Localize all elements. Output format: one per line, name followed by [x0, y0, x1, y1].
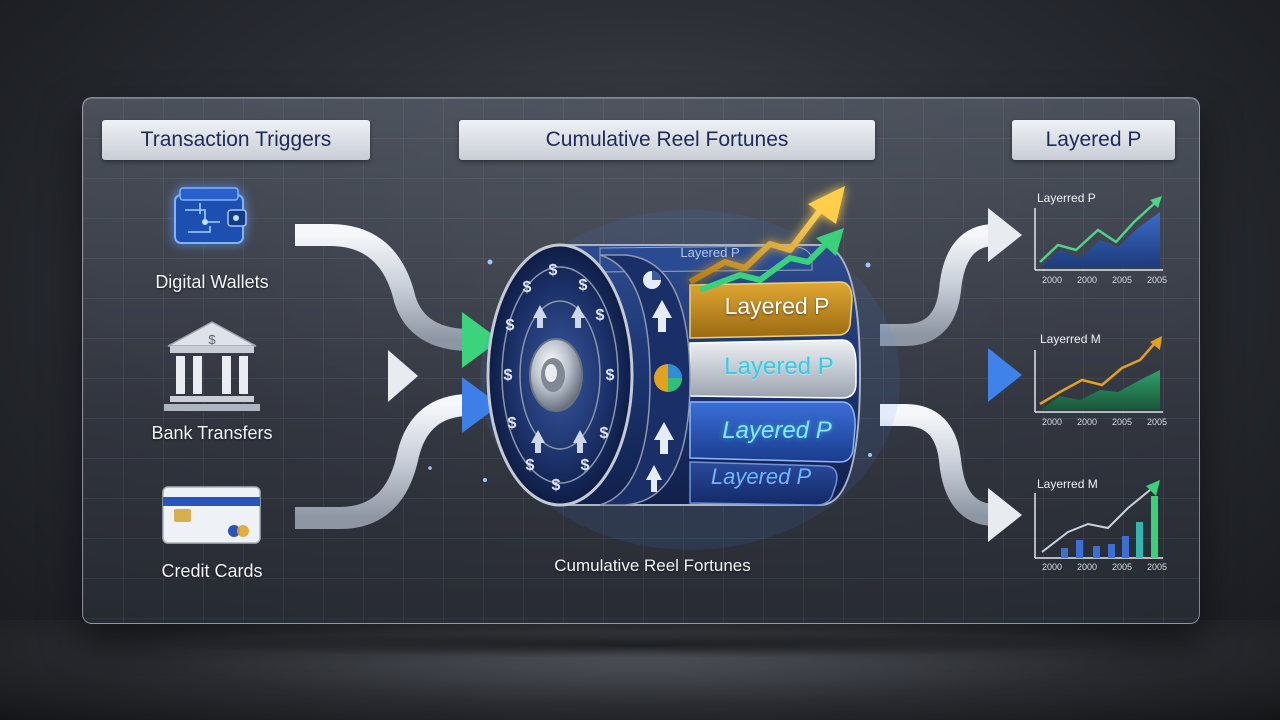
svg-text:$: $: [504, 367, 513, 384]
header-transaction-triggers: Transaction Triggers: [102, 120, 370, 160]
mini-chart-3: [1034, 480, 1163, 559]
svg-text:$: $: [208, 332, 216, 347]
svg-text:$: $: [581, 457, 590, 474]
pie-chart-icon: [654, 364, 682, 392]
sparkles: [428, 259, 872, 482]
pie-chart-small-icon: [643, 271, 661, 289]
reel-face-symbols: $ $ $ $ $ $ $ $ $ $ $ $: [504, 262, 615, 494]
svg-text:$: $: [552, 477, 561, 494]
svg-text:$: $: [508, 415, 517, 432]
floor-shadow: [160, 632, 1120, 658]
tick: 2005: [1146, 275, 1167, 285]
reel-face-arrows: [531, 305, 587, 453]
label-bank-transfers: Bank Transfers: [151, 423, 273, 443]
tick: 2000: [1076, 275, 1098, 285]
mini-chart-3-bars: [1061, 496, 1158, 558]
green-trend-arrow: [698, 228, 844, 293]
tick: 2005: [1146, 562, 1167, 572]
reel-band-blue: [689, 401, 856, 463]
mini-chart-2-ticks: 2000 2000 2005 2005: [1042, 417, 1167, 427]
reel-band-gold: [689, 281, 853, 339]
mini-chart-2: [1034, 336, 1163, 413]
reel-cylinder: $ $ $ $ $ $ $ $ $ $ $ $: [428, 210, 900, 550]
reel-band-navy: [689, 461, 838, 506]
tick: 2005: [1146, 417, 1167, 427]
svg-text:$: $: [596, 307, 605, 324]
svg-text:$: $: [526, 457, 535, 474]
mini-chart-3-title: Layerred M: [1037, 477, 1098, 491]
label-digital-wallets: Digital Wallets: [155, 272, 269, 292]
gold-trend-arrow: [688, 186, 845, 285]
mini-chart-1-ticks: 2000 2000 2005 2005: [1042, 275, 1167, 285]
arrow-reel-to-chart-1: [880, 208, 1022, 346]
tick: 2005: [1111, 562, 1132, 572]
svg-text:$: $: [606, 367, 615, 384]
header-cumulative-reel-fortunes: Cumulative Reel Fortunes: [459, 120, 875, 160]
credit-card-icon: [162, 486, 261, 544]
reel-band-label-2: Layered P: [724, 353, 834, 380]
mini-chart-1: [1034, 196, 1163, 271]
tick: 2000: [1042, 275, 1063, 285]
reel-strip-arrows: [646, 300, 674, 492]
svg-text:$: $: [579, 277, 588, 294]
label-credit-cards: Credit Cards: [161, 561, 263, 581]
reel-hub: [529, 338, 583, 412]
reel-band-label-top: Layered P: [680, 245, 740, 260]
svg-text:$: $: [506, 317, 515, 334]
arrow-reel-to-chart-2: [880, 348, 1022, 402]
wallet-icon: [174, 187, 247, 244]
tick: 2000: [1042, 417, 1063, 427]
svg-text:$: $: [600, 425, 609, 442]
arrow-card-to-reel: [295, 377, 500, 529]
mini-chart-1-title: Layerred P: [1037, 191, 1096, 205]
reel-band-label-3: Layered P: [722, 417, 832, 444]
reel-band-label-1: Layered P: [724, 293, 830, 319]
mini-chart-3-ticks: 2000 2000 2005 2005: [1042, 562, 1167, 572]
mini-chart-2-title: Layerred M: [1040, 332, 1101, 346]
header-layered-p: Layered P: [1012, 120, 1175, 160]
tick: 2005: [1111, 417, 1132, 427]
svg-text:$: $: [549, 262, 558, 279]
tick: 2005: [1111, 275, 1132, 285]
tick: 2000: [1076, 562, 1098, 572]
reel-caption: Cumulative Reel Fortunes: [554, 556, 751, 575]
svg-text:$: $: [523, 279, 532, 296]
reel-band-silver: [689, 339, 857, 399]
tick: 2000: [1076, 417, 1098, 427]
reel-band-label-4: Layered P: [710, 464, 812, 489]
bank-icon: $: [164, 321, 260, 411]
arrow-wallet-to-reel: [295, 224, 500, 368]
tick: 2000: [1042, 562, 1063, 572]
arrow-reel-to-chart-3: [880, 404, 1022, 542]
